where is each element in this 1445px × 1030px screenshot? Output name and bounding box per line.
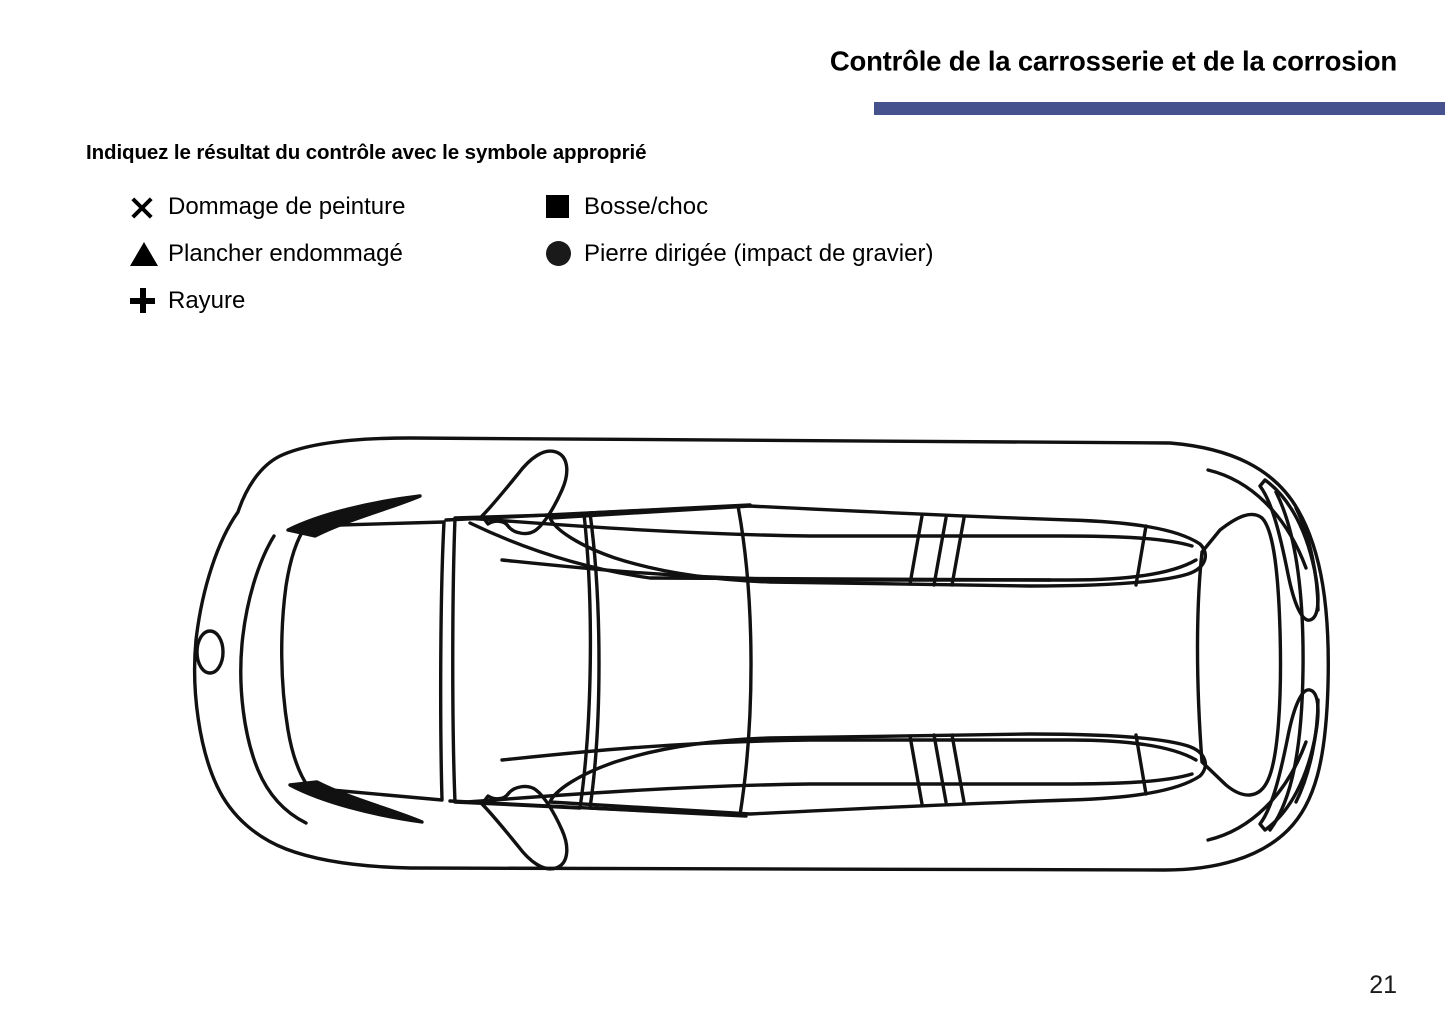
windshield [451,512,593,810]
plus-sign-icon [130,284,168,318]
instruction-text: Indiquez le résultat du contrôle avec le… [86,141,647,164]
legend-column-left: Dommage de peinture Plancher endommagé R… [130,183,405,324]
pillar-line-top-1 [908,514,924,586]
rear-corner-bottom [1206,740,1308,842]
legend-label-floor-damage: Plancher endommagé [168,239,403,267]
legend-item-dent: Bosse/choc [546,183,933,230]
legend-label-scratch: Rayure [168,286,246,314]
cowl-line-bottom [448,799,748,818]
pillar-line-top-2 [932,516,948,587]
legend-label-paint-damage: Dommage de peinture [168,192,406,220]
taillight-lower [1258,688,1320,832]
car-top-view-svg [192,436,1330,872]
taillight-upper [1258,478,1320,622]
page-header: Contrôle de la carrosserie et de la corr… [0,0,1445,120]
x-mark-icon [130,190,168,224]
page-number: 21 [1369,971,1397,999]
filled-circle-icon [546,237,584,271]
legend-item-floor-damage: Plancher endommagé [130,230,405,277]
front-bumper-crease [239,534,308,825]
filled-triangle-icon [130,237,168,271]
rear-corner-top [1206,468,1308,570]
legend-item-paint-damage: Dommage de peinture [130,183,405,230]
door-sill-top [468,521,1052,582]
front-emblem [195,629,225,675]
legend-column-right: Bosse/choc Pierre dirigée (impact de gra… [546,183,933,277]
tailgate-panel [1195,512,1283,797]
car-body-outline [192,436,1330,872]
pillar-line-bottom-3 [950,733,966,804]
pillar-line-top-3 [950,516,966,587]
side-glass-top-shape [548,504,1208,588]
legend-label-stone-chip: Pierre dirigée (impact de gravier) [584,239,934,267]
taillight-upper-inner [1294,506,1320,612]
hood-panel [280,520,446,802]
filled-square-icon [546,190,584,224]
side-glass-bottom-shape [548,732,1208,816]
car-diagram [110,330,1350,950]
legend-label-dent: Bosse/choc [584,192,709,220]
side-window-top [464,516,1194,548]
headlight-bottom [288,780,424,824]
roof-panel [588,504,753,817]
taillight-lower-inner [1294,698,1320,804]
side-window-bottom [464,772,1194,804]
door-line-bottom-outer [500,738,1198,762]
page-title: Contrôle de la carrosserie et de la corr… [829,45,1397,77]
mirror-bottom [480,784,569,871]
pillar-line-top-4 [1134,524,1148,587]
header-accent-rule [874,102,1445,115]
pillar-line-bottom-2 [932,733,948,804]
pillar-line-bottom-4 [1134,733,1148,796]
legend-item-scratch: Rayure [130,277,405,324]
mirror-top [480,449,569,536]
legend-item-stone-chip: Pierre dirigée (impact de gravier) [546,230,933,277]
pillar-line-bottom-1 [908,734,924,806]
headlight-top [286,494,422,538]
